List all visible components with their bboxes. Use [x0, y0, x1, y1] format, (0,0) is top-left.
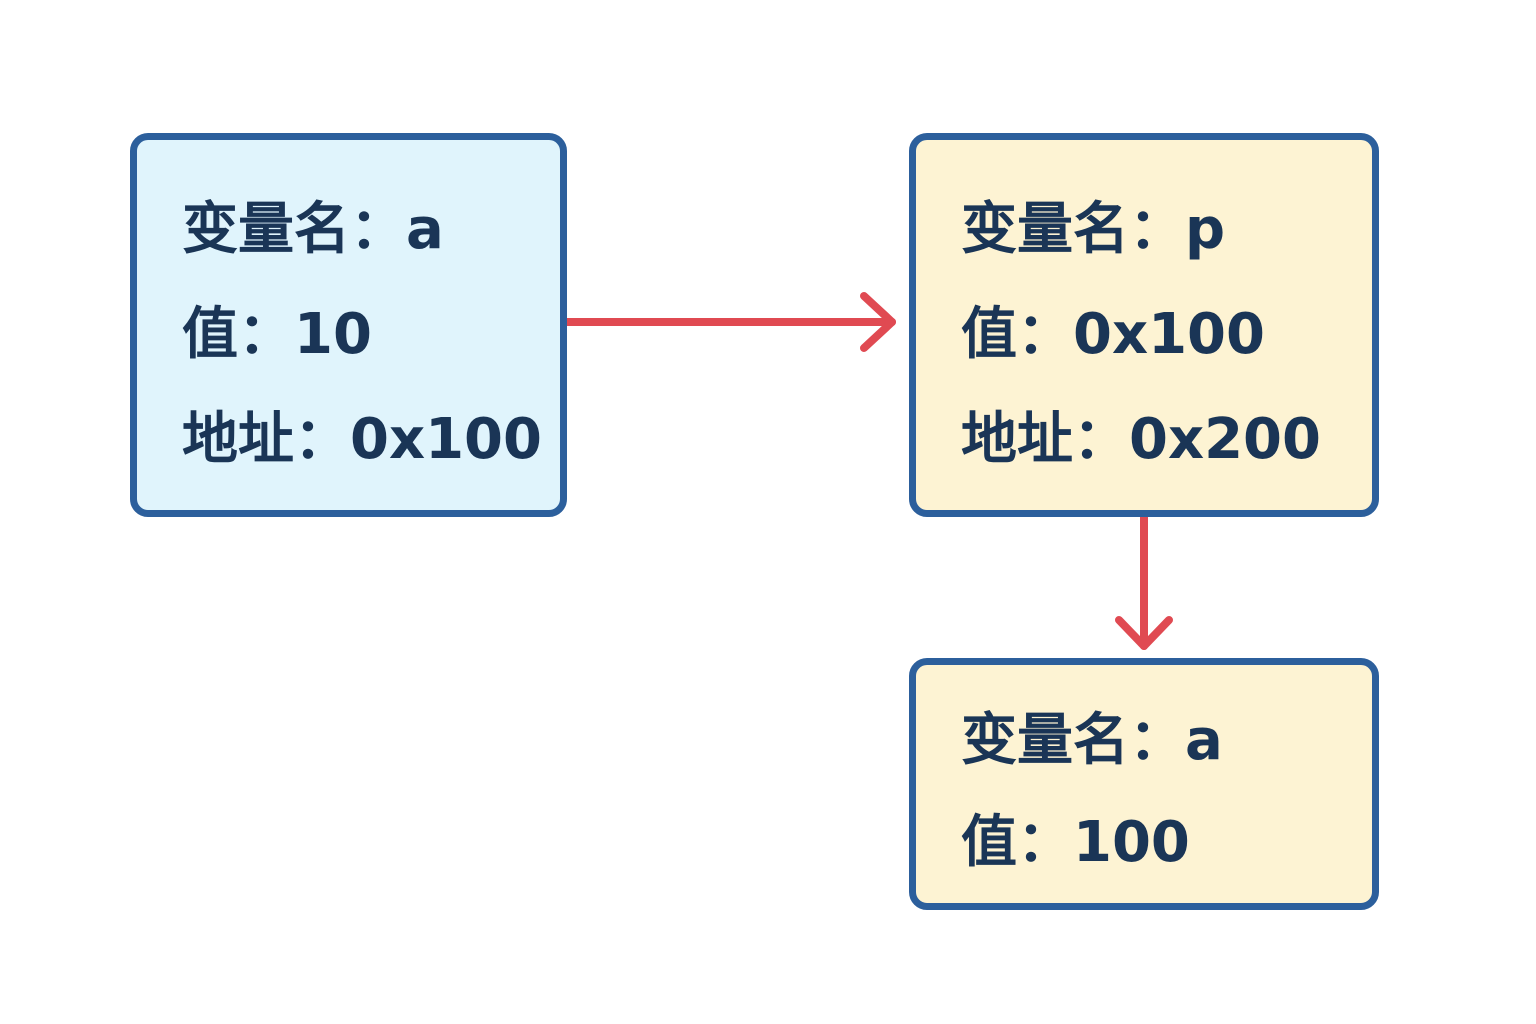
pointer-p-address: 地址：0x200: [961, 407, 1321, 472]
variable-a-address: 地址：0x100: [182, 407, 542, 472]
variable-a-name: 变量名：a: [182, 197, 444, 262]
pointer-p-name: 变量名：p: [961, 197, 1226, 262]
arrow-a-to-p: [563, 292, 896, 352]
variable-a-value: 值：10: [182, 302, 372, 367]
pointed-target-value: 值：100: [961, 810, 1190, 875]
arrow-p-to-target: [1115, 513, 1173, 650]
variable-a-box: 变量名：a 值：10 地址：0x100: [130, 133, 567, 517]
pointer-p-value: 值：0x100: [961, 302, 1265, 367]
pointer-p-box: 变量名：p 值：0x100 地址：0x200: [909, 133, 1379, 517]
pointed-target-box: 变量名：a 值：100: [909, 658, 1379, 910]
arrow-p-to-target-head: [1115, 616, 1173, 650]
arrow-a-to-p-head: [860, 292, 896, 352]
pointed-target-name: 变量名：a: [961, 708, 1223, 773]
